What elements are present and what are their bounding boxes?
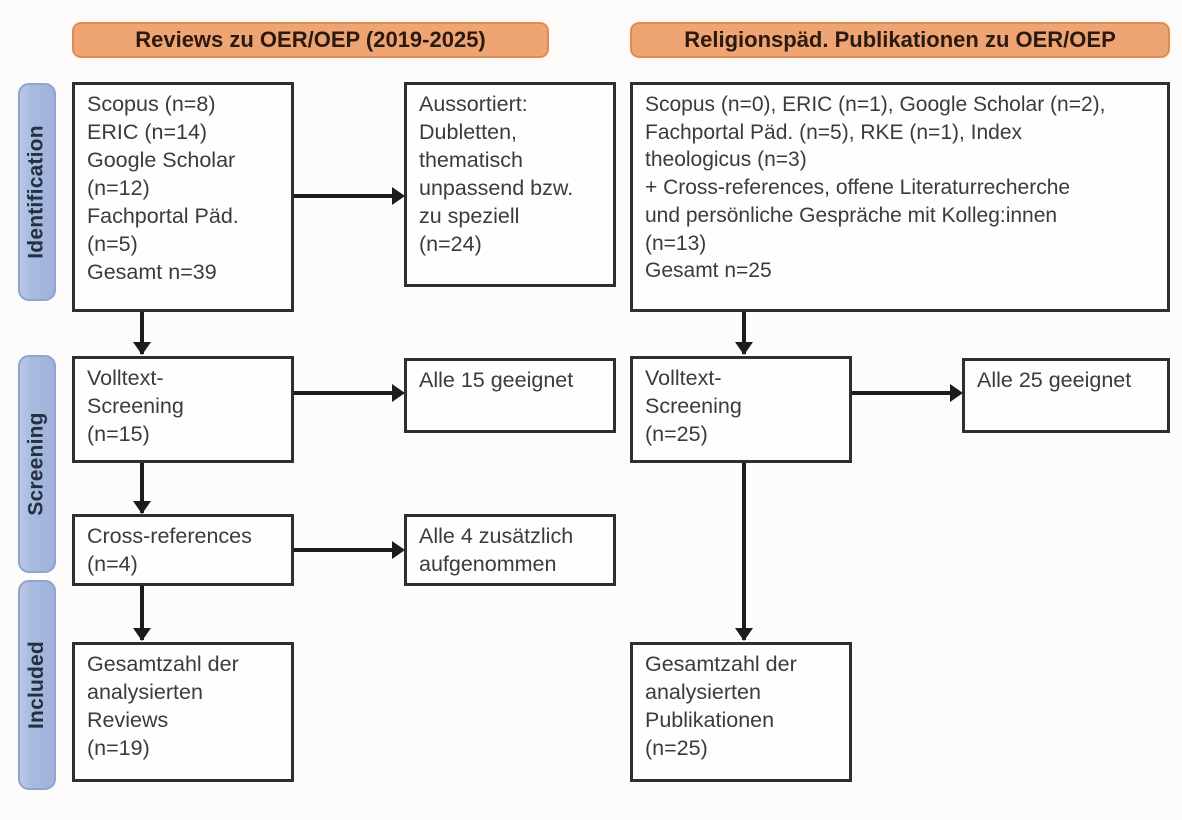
stage-label-identification-text: Identification [25, 125, 48, 259]
connector-left-screening-to-result [294, 391, 392, 395]
box-left-identification: Scopus (n=8) ERIC (n=14) Google Scholar … [72, 82, 294, 312]
arrowhead-right-identification-to-screening [735, 342, 753, 355]
arrowhead-left-identification-to-screening [133, 342, 151, 355]
stage-label-included-text: Included [25, 641, 49, 729]
arrowhead-right-screening-to-included [735, 628, 753, 641]
connector-right-identification-to-screening [742, 312, 746, 354]
arrowhead-left-identification-to-excluded [392, 187, 405, 205]
box-left-screening-result: Alle 15 geeignet [404, 358, 616, 433]
connector-left-identification-to-screening [140, 312, 144, 354]
box-right-screening-result: Alle 25 geeignet [962, 358, 1170, 433]
box-right-screening: Volltext- Screening (n=25) [630, 356, 852, 463]
stage-label-screening: Screening [18, 355, 56, 573]
arrowhead-left-crossrefs-to-result [392, 541, 405, 559]
stage-label-included: Included [18, 580, 56, 790]
stage-label-screening-text: Screening [25, 412, 48, 516]
box-right-included: Gesamtzahl der analysierten Publikatione… [630, 642, 852, 782]
connector-right-screening-to-result [852, 391, 950, 395]
box-left-screening: Volltext- Screening (n=15) [72, 356, 294, 463]
connector-left-screening-to-crossrefs [140, 463, 144, 513]
column-header-reviews-text: Reviews zu OER/OEP (2019-2025) [135, 27, 486, 52]
column-header-reviews: Reviews zu OER/OEP (2019-2025) [72, 22, 549, 58]
connector-left-identification-to-excluded [294, 194, 392, 198]
connector-left-crossrefs-to-result [294, 548, 392, 552]
arrowhead-left-screening-to-crossrefs [133, 501, 151, 514]
arrowhead-right-screening-to-result [950, 384, 963, 402]
connector-right-screening-to-included [742, 463, 746, 640]
box-left-excluded: Aussortiert: Dubletten, thematisch unpas… [404, 82, 616, 287]
box-right-identification: Scopus (n=0), ERIC (n=1), Google Scholar… [630, 82, 1170, 312]
column-header-religionspaed: Religionspäd. Publikationen zu OER/OEP [630, 22, 1170, 58]
column-header-religionspaed-text: Religionspäd. Publikationen zu OER/OEP [684, 27, 1116, 52]
box-left-crossrefs-result: Alle 4 zusätzlich aufgenommen [404, 514, 616, 586]
arrowhead-left-crossrefs-to-included [133, 628, 151, 641]
arrowhead-left-screening-to-result [392, 384, 405, 402]
box-left-included: Gesamtzahl der analysierten Reviews (n=1… [72, 642, 294, 782]
connector-left-crossrefs-to-included [140, 586, 144, 640]
box-left-crossrefs: Cross-references (n=4) [72, 514, 294, 586]
stage-label-identification: Identification [18, 83, 56, 301]
